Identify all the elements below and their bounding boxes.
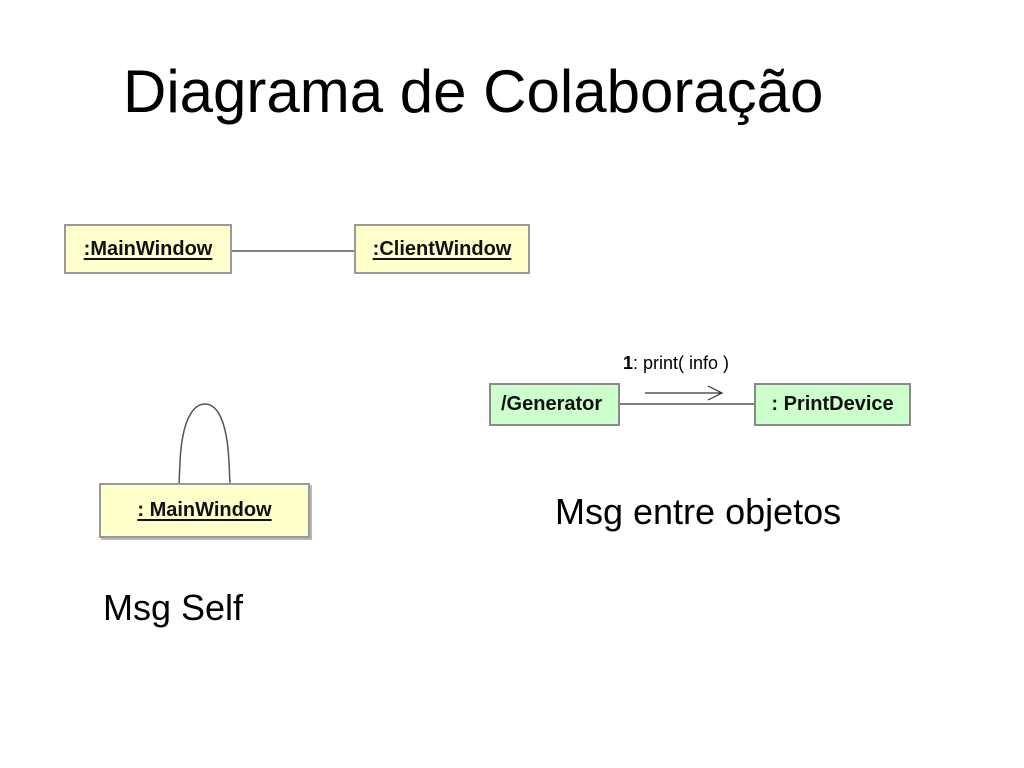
clientwindow-object: :ClientWindow [354, 224, 530, 274]
generator-object: /Generator [489, 383, 620, 426]
object-label: : PrintDevice [771, 393, 894, 415]
caption-msg-self: Msg Self [103, 587, 244, 628]
self-mainwindow-object: : MainWindow [99, 483, 310, 538]
page-title: Diagrama de Colaboração [123, 58, 824, 125]
message-text: : print( info ) [633, 353, 730, 373]
object-label: /Generator [501, 393, 603, 415]
caption-msg-entre-objetos: Msg entre objetos [555, 491, 842, 532]
printdevice-object: : PrintDevice [754, 383, 911, 426]
message-number: 1 [623, 353, 634, 373]
object-label: : MainWindow [137, 499, 272, 521]
mainwindow-object: :MainWindow [64, 224, 232, 274]
self-link-loop [178, 403, 231, 486]
message-label: 1: print( info ) [623, 354, 729, 372]
object-label: :ClientWindow [372, 237, 512, 260]
message-arrow-icon [645, 385, 724, 401]
object-label: :MainWindow [83, 237, 213, 260]
